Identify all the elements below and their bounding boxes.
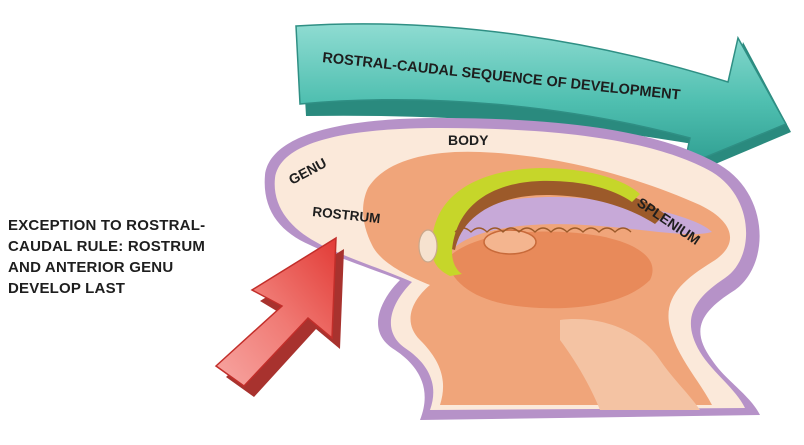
rostrum-label: ROSTRUM (312, 204, 381, 226)
anterior-commissure (418, 229, 438, 263)
brain-section (264, 118, 760, 420)
thalamic-nucleus (483, 229, 537, 255)
exception-note-line: AND ANTERIOR GENU (8, 259, 174, 276)
rostral-caudal-arrow: ROSTRAL-CAUDAL SEQUENCE OF DEVELOPMENT (295, 23, 791, 176)
body-label: BODY (448, 132, 489, 148)
fornix-brown-band (440, 179, 665, 250)
teal-arrow-body (295, 23, 788, 168)
exception-note: EXCEPTION TO ROSTRAL- CAUDAL RULE: ROSTR… (8, 215, 268, 299)
brainstem (560, 319, 700, 410)
exception-arrow (214, 236, 344, 397)
exception-note-line: CAUDAL RULE: ROSTRUM (8, 238, 206, 255)
exception-note-line: DEVELOP LAST (8, 280, 126, 297)
corpus-fringe (454, 227, 632, 233)
exception-note-line: EXCEPTION TO ROSTRAL- (8, 217, 206, 234)
fornix (431, 168, 640, 276)
red-arrow-body (214, 236, 337, 387)
